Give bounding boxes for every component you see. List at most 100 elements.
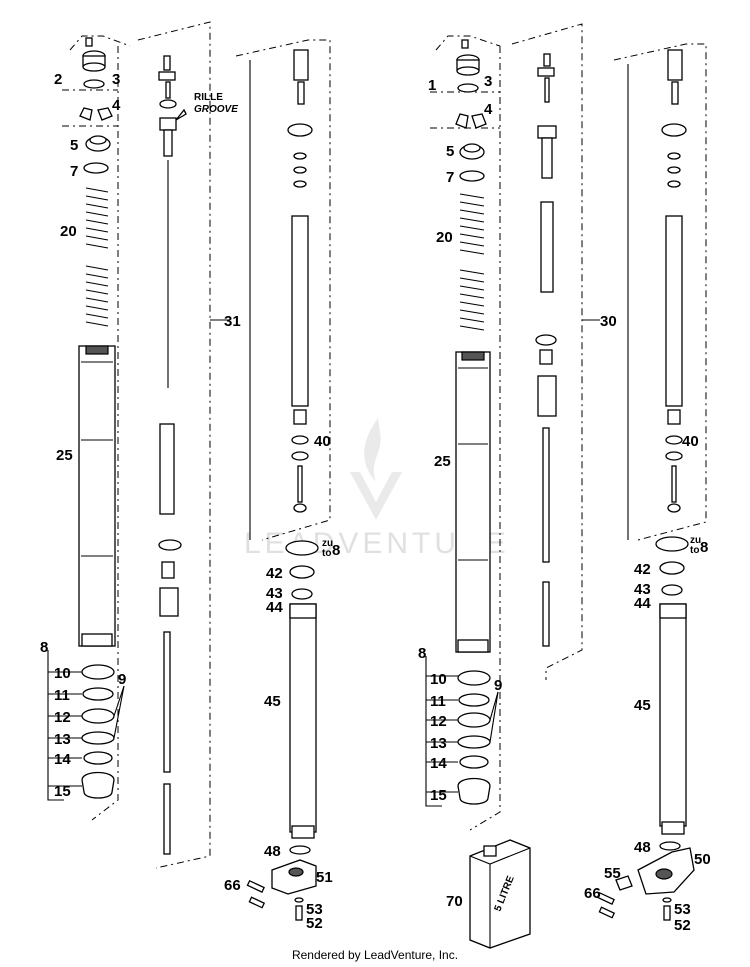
spacer-inner — [463, 143, 481, 153]
bracket-line — [613, 43, 707, 541]
damper-cartridge — [287, 49, 313, 513]
part-label: 66 — [224, 877, 241, 894]
bracket-line — [91, 46, 119, 821]
axle-clamp — [637, 847, 695, 895]
fork-spring — [85, 187, 109, 327]
part-label: 5 — [446, 143, 454, 160]
annotation-rille: RILLE — [194, 92, 223, 103]
dust-seal — [457, 777, 491, 805]
bracket-line — [137, 21, 211, 869]
part-label: 43 — [634, 581, 651, 598]
bushing — [285, 540, 319, 556]
damper-cartridge — [661, 49, 687, 513]
bracket-line — [69, 35, 131, 51]
right-fork: 5 LITRE 1 3 4 5 7 20 25 8 10 11 12 9 13 … — [418, 23, 711, 949]
part-label: 4 — [112, 97, 121, 114]
arrow — [175, 108, 187, 121]
bleed-screw — [295, 905, 303, 921]
outer-tube — [455, 351, 491, 653]
part-label: 70 — [446, 893, 463, 910]
damper-rod-assembly — [535, 53, 557, 647]
part-label: 48 — [634, 839, 651, 856]
part-label: 12 — [430, 713, 447, 730]
part-label: 53 — [306, 901, 323, 918]
credit-text: Rendered by LeadVenture, Inc. — [291, 948, 459, 962]
retaining-ring — [79, 107, 113, 121]
dust-seal — [81, 771, 115, 799]
part-label: 42 — [634, 561, 651, 578]
group-bracket — [47, 650, 64, 801]
part-label: 9 — [118, 671, 126, 688]
part-label: 53 — [674, 901, 691, 918]
washer — [662, 897, 672, 903]
washer — [458, 693, 490, 707]
clip — [615, 875, 633, 891]
bracket-line — [511, 23, 583, 680]
part-label: 55 — [604, 865, 621, 882]
part-label: 15 — [54, 783, 71, 800]
o-ring — [289, 845, 311, 855]
annotation-groove: GROOVE — [194, 104, 238, 115]
fork-cap — [456, 39, 480, 76]
bolt — [598, 906, 616, 919]
spacer-inner — [89, 135, 107, 145]
left-fork: 2 3 4 5 7 20 25 8 10 11 12 9 13 14 15 RI… — [40, 21, 340, 932]
bracket-line — [235, 39, 331, 541]
o-ring — [659, 841, 681, 851]
part-label: 11 — [430, 693, 446, 710]
part-label: 2 — [54, 71, 62, 88]
part-label: 3 — [112, 71, 120, 88]
part-label: 12 — [54, 709, 71, 726]
bracket-line — [435, 35, 501, 51]
part-label: 31 — [224, 313, 241, 330]
washer — [291, 588, 313, 600]
bolt — [596, 891, 615, 905]
part-label: 45 — [264, 693, 281, 710]
washer — [83, 162, 109, 174]
fork-spring — [459, 193, 485, 331]
fork-cap — [82, 37, 106, 72]
part-label: 13 — [430, 735, 447, 752]
inner-tube — [289, 603, 317, 839]
part-label: 51 — [316, 869, 333, 886]
bushing — [81, 731, 115, 745]
part-label: 50 — [694, 851, 711, 868]
part-label: 44 — [634, 595, 651, 612]
seal — [457, 670, 491, 686]
part-label: 8 — [418, 645, 426, 662]
axle-clamp — [271, 859, 317, 895]
group-bracket — [425, 656, 442, 807]
damper-rod-assembly — [158, 55, 182, 855]
bolt — [248, 896, 266, 909]
washer — [82, 687, 114, 701]
bleed-screw — [663, 905, 671, 921]
washer — [294, 897, 304, 903]
bushing — [81, 708, 115, 724]
annotation-to: to — [322, 548, 331, 559]
part-label: 8 — [40, 639, 48, 656]
part-label: 43 — [266, 585, 283, 602]
part-label: 40 — [314, 433, 331, 450]
part-label: 15 — [430, 787, 447, 804]
part-label: 10 — [54, 665, 71, 682]
retaining-ring — [455, 113, 487, 129]
part-label: 42 — [266, 565, 283, 582]
part-label: 45 — [634, 697, 651, 714]
bushing — [655, 536, 689, 552]
part-label: 40 — [682, 433, 699, 450]
annotation-zu: zu — [322, 538, 333, 549]
part-label: 8 — [332, 542, 340, 559]
part-label: 9 — [494, 677, 502, 694]
seal — [81, 664, 115, 680]
washer — [459, 170, 485, 182]
washer — [661, 584, 683, 596]
part-label: 30 — [600, 313, 617, 330]
part-label: 25 — [56, 447, 73, 464]
bushing — [457, 735, 491, 749]
part-label: 4 — [484, 101, 493, 118]
bolt — [246, 879, 265, 893]
part-label: 20 — [60, 223, 77, 240]
inner-tube — [659, 603, 687, 835]
part-label: 1 — [428, 77, 436, 94]
part-label: 13 — [54, 731, 71, 748]
